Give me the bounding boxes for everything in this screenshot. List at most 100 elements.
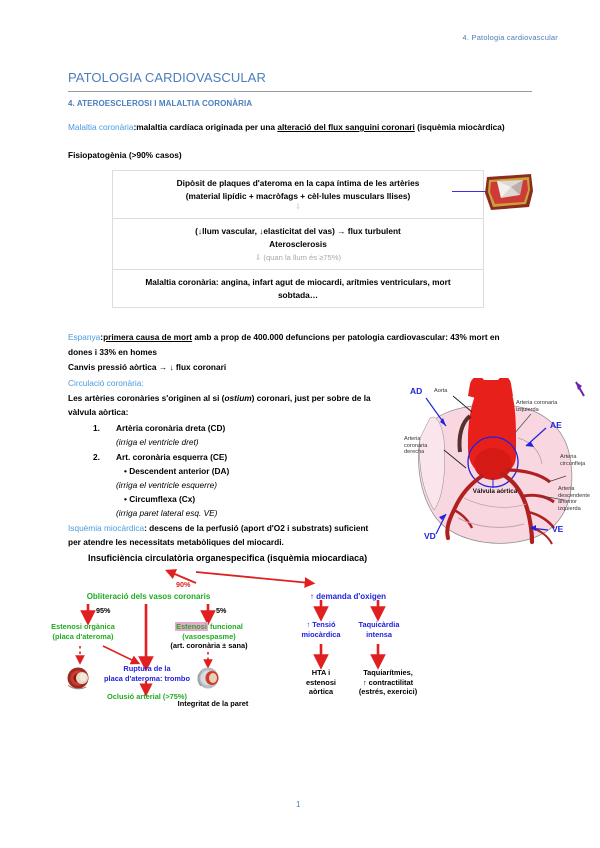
isquemia-colon: : bbox=[144, 523, 147, 533]
node-taquicardia-intensa: Taquicàrdia intensa bbox=[346, 620, 412, 639]
taqui-l2: intensa bbox=[366, 629, 392, 639]
title-divider bbox=[68, 91, 532, 92]
taquiar-l2: ↑ contractilitat bbox=[362, 677, 414, 687]
isquemia-line1: descens de la perfusió (aport d'O2 i sub… bbox=[146, 523, 369, 533]
pct-5: 5% bbox=[216, 606, 227, 615]
node-oclusio-arterial: Oclusió arterial (>75%) bbox=[107, 692, 187, 701]
heart-label-valvula-aortica: Válvula aórtica bbox=[472, 488, 518, 495]
circulacio-line1: Les artèries coronàries s'originen al si… bbox=[68, 391, 398, 405]
flow-arrows bbox=[75, 569, 386, 697]
table-row: (↓llum vascular, ↓elasticitat del vas) →… bbox=[113, 219, 483, 270]
heading-circulacio: Circulació coronària: bbox=[68, 378, 144, 388]
atheroma-plaque-image bbox=[485, 174, 533, 210]
list-item-cd: Artèria coronària dreta (CD) bbox=[116, 423, 226, 433]
taqui-l1: Taquicàrdia bbox=[358, 620, 400, 629]
callout-line bbox=[452, 191, 492, 192]
artery-occluded-image bbox=[67, 667, 89, 690]
ruptura-l1: Ruptura de la bbox=[123, 664, 171, 673]
heart-label-descendente-anterior: Arteria descendente anterior izquierda bbox=[558, 486, 591, 512]
term-espanya: Espanya bbox=[68, 332, 101, 342]
estenosi-highlight: Estenosi bbox=[175, 622, 208, 631]
table-row2-note: ⇩ (quan la llum és ≥75%) bbox=[254, 253, 342, 262]
isquemia-line3: Insuficiència circulatòria organespecifi… bbox=[88, 553, 368, 563]
heart-label-coronaria-der: Arteria coronaria derecha bbox=[404, 436, 428, 455]
estenosi-funcional-line1: Estenosi funcional bbox=[160, 622, 258, 632]
node-demanda-oxigen: ↑ demanda d'oxigen bbox=[309, 592, 387, 601]
intro-underlined: alteració del flux sanguini coronari bbox=[277, 122, 415, 132]
artery-intact-image bbox=[197, 667, 219, 689]
node-integritat-paret: Integritat de la paret bbox=[177, 699, 249, 708]
node-ruptura-placa: Ruptura de la placa d'ateroma: trombo bbox=[96, 664, 198, 683]
heart-label-circunfleja: Arteria circunfleja bbox=[560, 454, 586, 467]
intro-def-b: (isquèmia miocàrdica) bbox=[414, 122, 505, 132]
circulacio-ostium: ostium bbox=[224, 393, 252, 403]
espanya-rest: amb a prop de 400.000 defuncions per pat… bbox=[192, 332, 500, 342]
table-row2-line2: Aterosclerosis bbox=[269, 239, 327, 249]
ruptura-l2: placa d'ateroma: trombo bbox=[104, 673, 190, 683]
intro-def-a: malaltia cardíaca originada per una bbox=[136, 122, 278, 132]
estenosi-organica-l2: (placa d'ateroma) bbox=[52, 631, 114, 641]
taquiar-l1: Taquiarítmies, bbox=[363, 668, 413, 677]
bullet-cx: • Circumflexa (Cx) bbox=[124, 494, 196, 504]
estenosi-funcional-l2: (vasoespasme) bbox=[182, 631, 236, 641]
espanya-paragraph: Espanya:primera causa de mort amb a prop… bbox=[68, 330, 532, 344]
node-tensio-miocardica: ↑ Tensió miocàrdica bbox=[288, 620, 354, 639]
annotation-ad: AD bbox=[410, 386, 423, 396]
heart-illustration bbox=[418, 376, 585, 545]
table-row2-line1: (↓llum vascular, ↓elasticitat del vas) →… bbox=[195, 226, 401, 236]
estenosi-funcional-l3: (art. coronària ± sana) bbox=[170, 641, 248, 650]
list-item-num: 1. bbox=[93, 423, 100, 433]
hta-l2: estenosi bbox=[306, 677, 336, 687]
section-subtitle: 4. ATEROESCLEROSI I MALALTIA CORONÀRIA bbox=[68, 99, 253, 108]
term-malaltia-coronaria: Malaltia coronària bbox=[68, 122, 134, 132]
isquemia-paragraph: Isquèmia miocàrdica: descens de la perfu… bbox=[68, 521, 398, 535]
table-row: Dipòsit de plaques d'ateroma en la capa … bbox=[113, 171, 483, 219]
node-estenosi-funcional: Estenosi funcional (vasoespasme) (art. c… bbox=[160, 622, 258, 651]
tensio-l1: ↑ Tensió bbox=[306, 620, 336, 629]
table-row1-line1: Dipòsit de plaques d'ateroma en la capa … bbox=[176, 178, 420, 188]
bullet-da-sub: (irriga el ventricle esquerre) bbox=[116, 480, 217, 490]
espanya-underlined: primera causa de mort bbox=[103, 332, 193, 342]
table-row3-line2: sobtada… bbox=[277, 290, 319, 300]
list-item-cd-sub: (irriga el ventricle dret) bbox=[116, 437, 199, 447]
annotation-ve: VE bbox=[552, 524, 564, 534]
estenosi-organica-l1: Estenosi orgànica bbox=[51, 622, 115, 631]
heart-label-coronaria-izq: Arteria coronaria izquierda bbox=[516, 400, 558, 413]
hta-l3: aòrtica bbox=[308, 687, 334, 696]
term-isquemia: Isquèmia miocàrdica bbox=[68, 523, 145, 533]
heart-label-aorta: Aorta bbox=[434, 388, 448, 394]
node-estenosi-organica: Estenosi orgànica (placa d'ateroma) bbox=[38, 622, 128, 641]
tensio-l2: miocàrdica bbox=[301, 629, 341, 639]
node-hta-estenosi-aortica: HTA i estenosi aòrtica bbox=[292, 668, 350, 697]
circulacio-line2: vàlvula aòrtica: bbox=[68, 407, 129, 417]
pathogenesis-table: Dipòsit de plaques d'ateroma en la capa … bbox=[112, 170, 484, 308]
annotation-ae: AE bbox=[550, 420, 562, 430]
bullet-cx-sub: (irriga paret lateral esq. VE) bbox=[116, 508, 218, 518]
pct-95: 95% bbox=[96, 606, 111, 615]
funcional-word: funcional bbox=[207, 622, 243, 631]
pct-90: 90% bbox=[176, 580, 191, 589]
circulacio-line1-a: Les artèries coronàries s'originen al si… bbox=[68, 393, 225, 403]
heart-anatomy-diagram: Aorta Arteria coronaria izquierda Arteri… bbox=[398, 376, 598, 550]
table-row1-line2: (material lipídic + macròfags + cèl·lule… bbox=[185, 191, 411, 201]
taquiar-l3: (estrés, exercici) bbox=[358, 687, 418, 696]
table-row: Malaltia coronària: angina, infart agut … bbox=[113, 270, 483, 307]
espanya-colon: : bbox=[100, 332, 104, 342]
node-obliteracio: Obliteració dels vasos coronaris bbox=[86, 592, 211, 601]
intro-colon: : bbox=[133, 122, 137, 132]
bullet-da: • Descendent anterior (DA) bbox=[124, 466, 230, 476]
espanya-line2: dones i 33% en homes bbox=[68, 347, 157, 357]
circulacio-line1-b: ) coronari, just per sobre de la bbox=[251, 393, 371, 403]
down-arrow-icon: ⇩ bbox=[295, 204, 301, 211]
table-row3-line1: Malaltia coronària: angina, infart agut … bbox=[145, 277, 451, 287]
list-item-num-2: 2. bbox=[93, 452, 100, 462]
isquemia-line2: per atendre les necessitats metabòliques… bbox=[68, 537, 284, 547]
page-number: 1 bbox=[296, 800, 301, 809]
hta-l1: HTA i bbox=[311, 668, 331, 677]
ischemia-flow-diagram: 90% Obliteració dels vasos coronaris ↑ d… bbox=[0, 556, 600, 708]
espanya-line3: Canvis pressió aòrtica → ↓ flux coronari bbox=[68, 362, 227, 372]
page-title: PATOLOGIA CARDIOVASCULAR bbox=[68, 70, 266, 85]
node-taquiaritmies: Taquiarítmies, ↑ contractilitat (estrés,… bbox=[344, 668, 432, 697]
list-item-ce: Art. coronària esquerra (CE) bbox=[116, 452, 228, 462]
